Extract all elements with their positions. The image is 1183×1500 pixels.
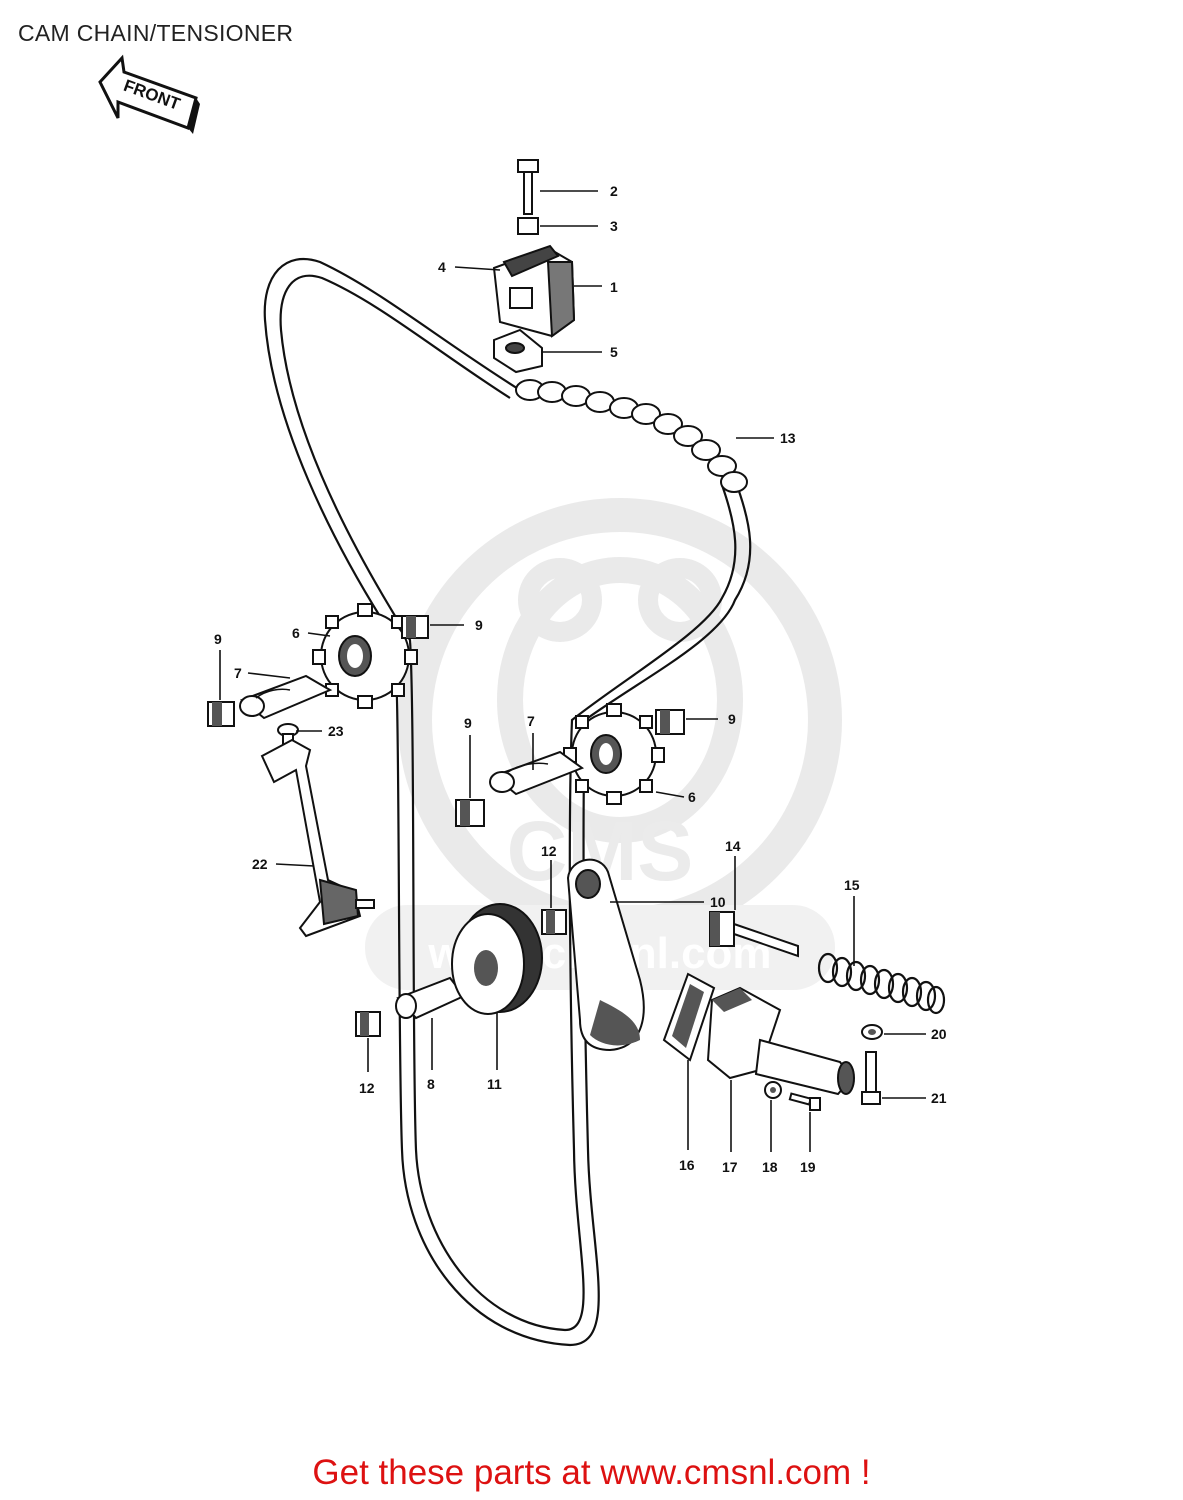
block-9-mid [455, 799, 485, 827]
page-title: CAM CHAIN/TENSIONER [18, 20, 294, 46]
callout-numbers: 1 2 3 4 5 6 6 7 7 8 9 9 9 9 10 11 12 12 … [214, 183, 947, 1175]
callout-11: 11 [487, 1076, 502, 1092]
callout-4: 4 [438, 259, 446, 275]
callout-10: 10 [710, 894, 726, 910]
callout-19: 19 [800, 1159, 816, 1175]
callout-16: 16 [679, 1157, 695, 1173]
callout-5: 5 [610, 344, 618, 360]
shaft-right [489, 750, 585, 796]
bolt-19 [788, 1092, 821, 1111]
block-12-low [355, 1011, 381, 1037]
callout-6-left: 6 [292, 625, 300, 641]
block-9-top [401, 615, 429, 639]
callout-14: 14 [725, 838, 741, 854]
sprocket-left [312, 603, 418, 709]
callout-15: 15 [844, 877, 860, 893]
callout-7-right: 7 [527, 713, 535, 729]
roller-11 [451, 903, 543, 1015]
footer-parts-link[interactable]: Get these parts at www.cmsnl.com ! [312, 1453, 871, 1492]
spring-15 [817, 952, 946, 1015]
callout-9-right: 9 [728, 711, 736, 727]
nut-20 [861, 1024, 883, 1040]
callout-20: 20 [931, 1026, 947, 1042]
block-9-left [207, 701, 235, 727]
housing-17 [706, 986, 855, 1096]
callout-13: 13 [780, 430, 796, 446]
upper-chain-guide [492, 159, 576, 374]
front-arrow-icon: FRONT [98, 54, 200, 134]
callout-12-low: 12 [359, 1080, 375, 1096]
callout-6-right: 6 [688, 789, 696, 805]
bolt-21 [861, 1051, 881, 1105]
block-12-mid [541, 909, 567, 935]
callout-21: 21 [931, 1090, 947, 1106]
tensioner-arm-10 [566, 858, 645, 1052]
chain-links [515, 379, 748, 493]
bracket-22 [260, 738, 375, 938]
pushrod-14 [709, 911, 799, 958]
block-9-right [655, 709, 685, 735]
callout-7-left: 7 [234, 665, 242, 681]
callout-12-mid: 12 [541, 843, 557, 859]
callout-1: 1 [610, 279, 618, 295]
callout-2: 2 [610, 183, 618, 199]
callout-3: 3 [610, 218, 618, 234]
shaft-left [239, 674, 333, 720]
callout-9-left: 9 [214, 631, 222, 647]
callout-17: 17 [722, 1159, 738, 1175]
sprocket-right [563, 703, 665, 805]
callout-18: 18 [762, 1159, 778, 1175]
callout-9-mid: 9 [464, 715, 472, 731]
callout-9-top: 9 [475, 617, 483, 633]
gasket-16 [662, 972, 716, 1062]
callout-22: 22 [252, 856, 268, 872]
washer-18 [764, 1081, 782, 1099]
callout-23: 23 [328, 723, 344, 739]
shaft-8 [395, 976, 466, 1020]
leader-lines [219, 190, 926, 1152]
callout-8: 8 [427, 1076, 435, 1092]
